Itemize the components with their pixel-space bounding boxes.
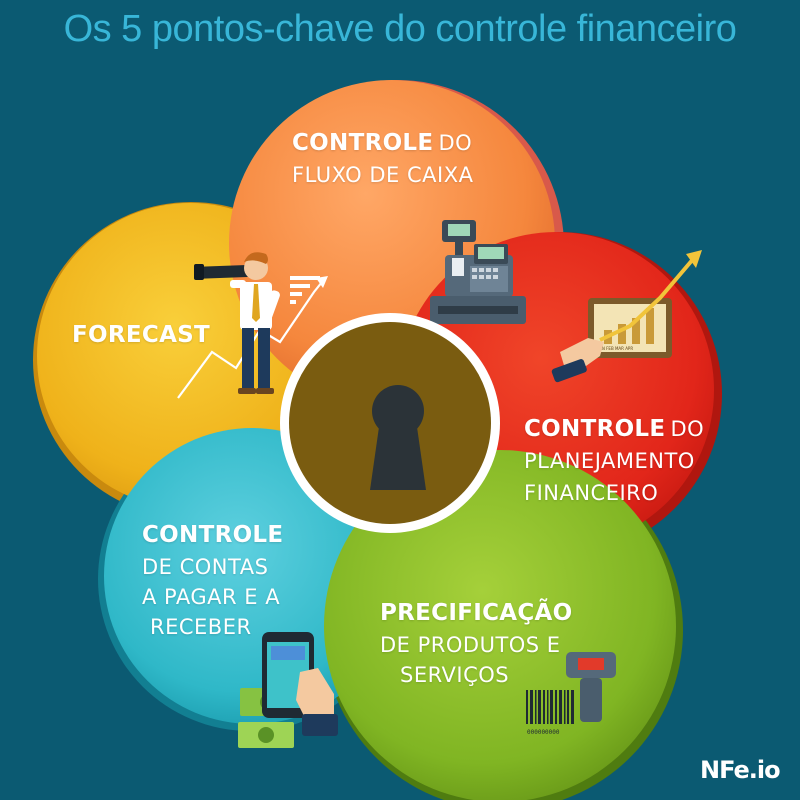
label-fluxo-caixa: CONTROLE DO FLUXO DE CAIXA — [292, 130, 474, 187]
brand-logo: NFe.io — [700, 756, 781, 784]
svg-text:JAN FEB MAR APR: JAN FEB MAR APR — [597, 346, 633, 351]
center-keyhole — [280, 313, 500, 533]
barcode-scanner-icon: 000000000 — [526, 652, 616, 736]
label-forecast: FORECAST — [72, 322, 211, 348]
businessman-telescope-icon — [177, 252, 328, 399]
growth-chart-tablet-icon: JAN FEB MAR APR — [551, 250, 702, 383]
label-contas: CONTROLE DE CONTAS A PAGAR E A RECEBER — [142, 522, 284, 639]
label-planejamento: CONTROLE DO PLANEJAMENTO FINANCEIRO — [524, 416, 705, 505]
barcode-digits: 000000000 — [527, 729, 560, 736]
cash-register-icon — [430, 220, 526, 324]
smartphone-money-icon — [238, 632, 338, 748]
label-precificacao: PRECIFICAÇÃO DE PRODUTOS E SERVIÇOS — [380, 600, 573, 687]
page-title: Os 5 pontos-chave do controle financeiro — [63, 8, 737, 50]
